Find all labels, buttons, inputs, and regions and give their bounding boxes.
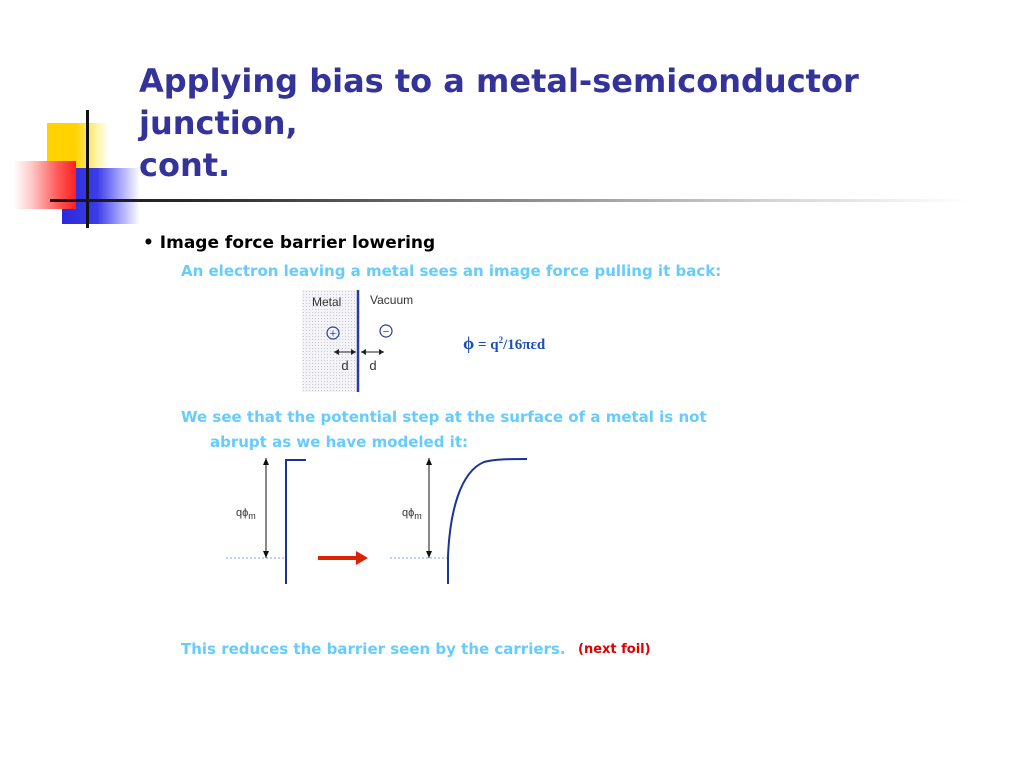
transition-arrowhead-icon (356, 551, 368, 565)
metal-region (302, 290, 358, 392)
decor-vertical-line (86, 110, 89, 228)
left-arrowhead-icon-2 (351, 349, 356, 355)
bullet-text: Image force barrier lowering (159, 233, 436, 253)
right-barrier-label: qϕm (402, 507, 422, 521)
rounded-potential-step (447, 458, 528, 584)
abrupt-potential-step (285, 459, 306, 584)
formula-phi: ϕ (463, 333, 475, 353)
left-barrier-label: qϕm (236, 507, 256, 521)
slide-title-line2: cont. (139, 146, 231, 184)
distance-label-right: d (369, 358, 376, 373)
minus-symbol: − (383, 326, 389, 338)
right-barrier-label-main: qϕ (402, 507, 414, 519)
body-line-potential-step-2: abrupt as we have modeled it: (210, 433, 468, 451)
right-barrier-label-sub: m (414, 511, 422, 521)
body-line-potential-step-1: We see that the potential step at the su… (181, 408, 707, 426)
image-potential-formula: ϕ = q2/16πεd (463, 333, 545, 354)
slide-title-line1: Applying bias to a metal-semiconductor j… (139, 62, 859, 142)
bullet-heading: • Image force barrier lowering (143, 233, 435, 253)
title-divider-line (50, 199, 970, 202)
image-charge-figure: Metal Vacuum + − d d (302, 290, 413, 392)
bullet-marker: • (143, 233, 154, 253)
body-line-conclusion: This reduces the barrier seen by the car… (181, 640, 566, 658)
electron-charge-icon (379, 324, 393, 338)
positive-image-charge-icon (326, 326, 340, 340)
formula-equals: = q (474, 337, 499, 353)
left-arrowhead-icon (334, 349, 339, 355)
body-line-image-force: An electron leaving a metal sees an imag… (181, 262, 722, 280)
right-arrowhead-up-icon (426, 458, 432, 465)
left-arrowhead-down-icon (263, 551, 269, 558)
distance-label-left: d (341, 358, 348, 373)
slide-title: Applying bias to a metal-semiconductor j… (139, 60, 999, 186)
potential-step-figure: qϕm qϕm (226, 458, 528, 584)
formula-denominator: /16πε (503, 337, 537, 353)
right-arrowhead-icon (361, 349, 366, 355)
left-arrowhead-up-icon (263, 458, 269, 465)
formula-superscript: 2 (498, 335, 504, 345)
left-barrier-label-main: qϕ (236, 507, 248, 519)
metal-label: Metal (312, 295, 341, 309)
vacuum-label: Vacuum (370, 293, 413, 307)
plus-symbol: + (330, 328, 336, 340)
formula-end: d (536, 337, 546, 353)
next-foil-note: (next foil) (578, 642, 651, 657)
right-arrowhead-down-icon (426, 551, 432, 558)
right-arrowhead-icon-2 (379, 349, 384, 355)
left-barrier-label-sub: m (248, 511, 256, 521)
